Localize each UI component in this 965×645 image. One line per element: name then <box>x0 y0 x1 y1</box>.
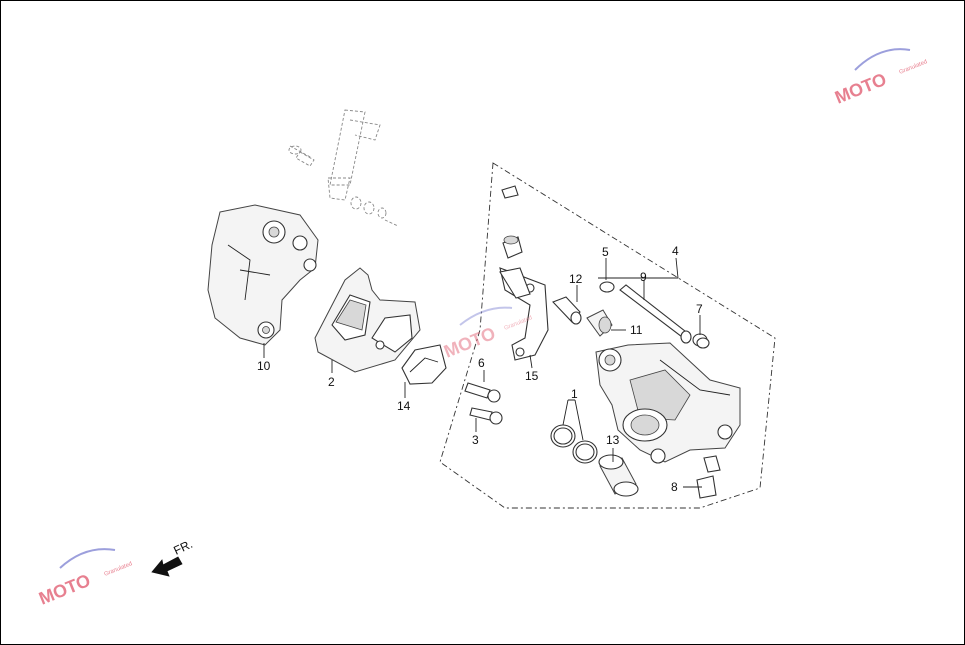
part-3-pin <box>469 407 503 425</box>
watermark-text-top: MOTO <box>832 69 889 108</box>
callout-15: 15 <box>525 369 539 383</box>
leader-lines <box>263 257 702 488</box>
part-8-bleeder-screw <box>696 455 721 499</box>
caliper-body <box>595 342 741 464</box>
watermark-subtext-bottom: Granulated <box>104 561 134 578</box>
callout-3: 3 <box>472 433 479 447</box>
part-14-pad-spring <box>401 344 447 385</box>
callout-14: 14 <box>397 399 411 413</box>
front-arrow-icon <box>151 556 183 577</box>
watermark-logo-bottom: MOTO Granulated <box>36 548 134 609</box>
fork-leg-ghost <box>327 109 381 201</box>
part-6-pin <box>464 382 501 403</box>
watermark-logo-top: MOTO Granulated <box>832 48 929 108</box>
callout-11: 11 <box>630 323 643 337</box>
callout-7: 7 <box>696 302 703 316</box>
part-1-piston-seals <box>550 424 598 464</box>
front-label: FR. <box>171 537 194 558</box>
front-direction-indicator: FR. <box>151 537 195 577</box>
part-12-slide-pin <box>552 296 582 325</box>
part-10-caliper-bracket <box>207 204 319 346</box>
part-13-piston <box>598 454 639 497</box>
slide-pin-upper <box>499 267 531 299</box>
fork-bolt-ghost <box>288 145 315 167</box>
callout-12: 12 <box>569 272 583 286</box>
part-9-guide-pin <box>619 284 692 344</box>
washer-nut-ghost <box>350 196 399 227</box>
callout-6: 6 <box>478 356 485 370</box>
callout-2: 2 <box>328 375 335 389</box>
watermark-text-center: MOTO <box>441 323 498 362</box>
part-5-o-ring <box>599 281 615 293</box>
callout-5: 5 <box>602 245 609 259</box>
part-11-boot <box>586 309 613 337</box>
watermark-subtext-top: Granulated <box>899 59 929 76</box>
slide-pin-boot <box>502 235 523 259</box>
callout-labels: 10 2 14 15 6 3 1 13 8 5 4 9 7 12 11 <box>257 244 703 494</box>
callout-4: 4 <box>672 244 679 258</box>
callout-9: 9 <box>640 270 647 284</box>
watermark-text-bottom: MOTO <box>36 570 93 609</box>
callout-8: 8 <box>671 480 678 494</box>
callout-13: 13 <box>606 433 620 447</box>
part-2-brake-pads <box>314 267 421 373</box>
part-7-spring <box>692 333 710 349</box>
callout-10: 10 <box>257 359 271 373</box>
callout-1: 1 <box>571 387 578 401</box>
bleeder-cap <box>501 185 519 199</box>
